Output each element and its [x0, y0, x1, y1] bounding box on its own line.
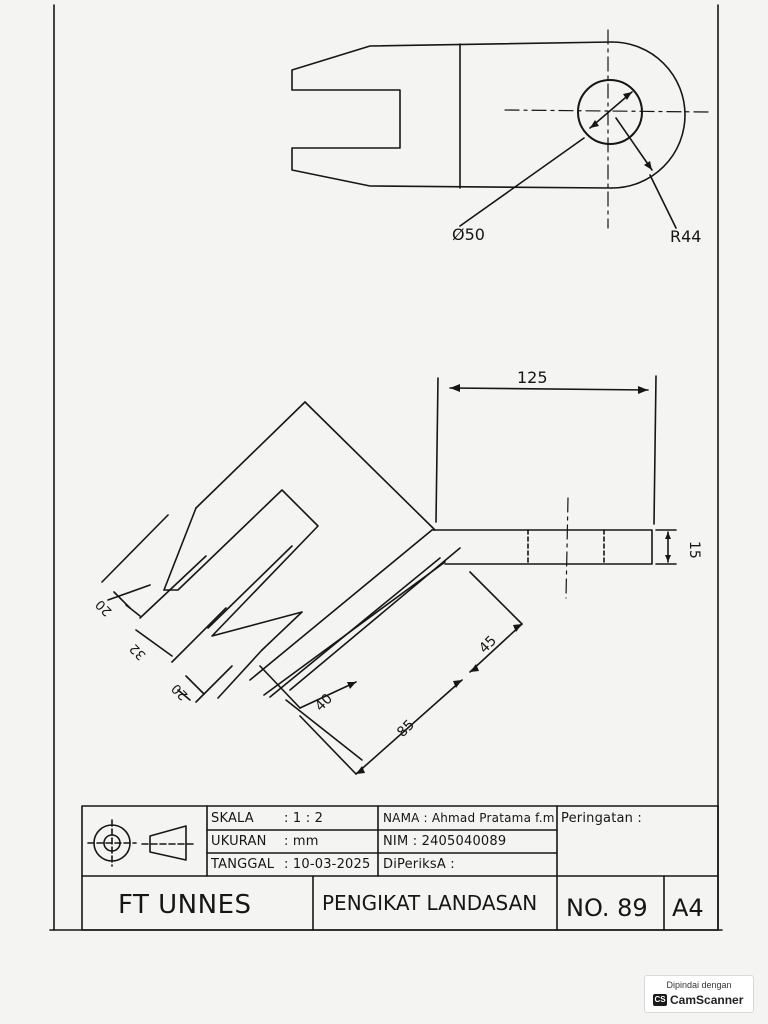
dim-thickness-text: 15 — [686, 541, 702, 559]
dim-40-line — [299, 681, 357, 709]
prong-outer-edge — [163, 507, 197, 591]
top-view-rounded-end — [611, 41, 686, 189]
dim-85-line — [355, 679, 463, 775]
camscanner-caption: Dipindai dengan — [666, 980, 732, 990]
hole-leader — [459, 137, 585, 227]
dim-45-line — [469, 623, 523, 673]
institution-name: FT UNNES — [118, 890, 252, 920]
title-block-grid — [81, 805, 719, 931]
camscanner-logo-icon: CS — [653, 994, 667, 1006]
incline-upper-end — [195, 401, 306, 509]
dim-125-line — [449, 387, 649, 391]
dim-125-ext-right — [653, 375, 657, 525]
incline-bottom-edge-2 — [269, 557, 441, 698]
skala-label: SKALA — [211, 811, 254, 826]
top-view — [291, 29, 709, 229]
tanggal-value: : 10-03-2025 — [284, 857, 371, 872]
tanggal-label: TANGGAL — [211, 857, 275, 872]
dim-45-text: 45 — [476, 633, 500, 657]
diperiksa-field: DiPeriksA : — [383, 857, 455, 872]
dim-125-ext-left — [435, 377, 439, 523]
incline-inner-edge-2 — [289, 547, 461, 691]
camscanner-brand: CamScanner — [670, 993, 744, 1007]
nama-field: NAMA : Ahmad Pratama f.m — [383, 811, 555, 825]
peringatan-field: Peringatan : — [561, 811, 643, 826]
nim-field: NIM : 2405040089 — [383, 834, 507, 849]
dim-20b-line — [185, 675, 205, 695]
front-view — [101, 375, 677, 775]
dim-hole-text: Ø50 — [452, 225, 485, 244]
dim-32-line — [135, 629, 173, 657]
radius-arrow — [615, 117, 653, 171]
ukuran-value: : mm — [284, 834, 319, 849]
dim-radius-text: R44 — [670, 227, 701, 246]
lower-prong-edge — [217, 649, 263, 699]
horizontal-plate — [431, 529, 653, 565]
fork-slot-outline — [163, 489, 319, 651]
skala-value: : 1 : 2 — [284, 811, 324, 826]
slot-inner-edge — [207, 545, 293, 629]
top-view-centerlines — [504, 29, 709, 229]
top-view-outline — [291, 41, 613, 189]
dim-length-text: 125 — [517, 368, 548, 387]
dim-20a-line — [113, 591, 131, 609]
slot-ext-1 — [101, 514, 169, 583]
paper-size: A4 — [672, 894, 704, 922]
incline-inner-edge — [249, 529, 433, 681]
dim-slot-32-text: 32 — [127, 640, 149, 662]
projection-cone — [149, 825, 187, 861]
radius-leader — [649, 174, 677, 229]
drawing-title: PENGIKAT LANDASAN — [322, 891, 538, 915]
drawing-number: NO. 89 — [566, 894, 648, 922]
incline-top-edge — [304, 401, 436, 531]
camscanner-watermark: Dipindai dengan CS CamScanner — [644, 975, 754, 1013]
dim-40-text: 40 — [312, 691, 336, 715]
hole-diameter-arrow — [589, 91, 633, 129]
dim-slot-20a-text: 20 — [93, 596, 115, 618]
ukuran-label: UKURAN — [211, 834, 267, 849]
top-view-hole — [577, 79, 643, 145]
plate-centerline — [565, 497, 569, 599]
